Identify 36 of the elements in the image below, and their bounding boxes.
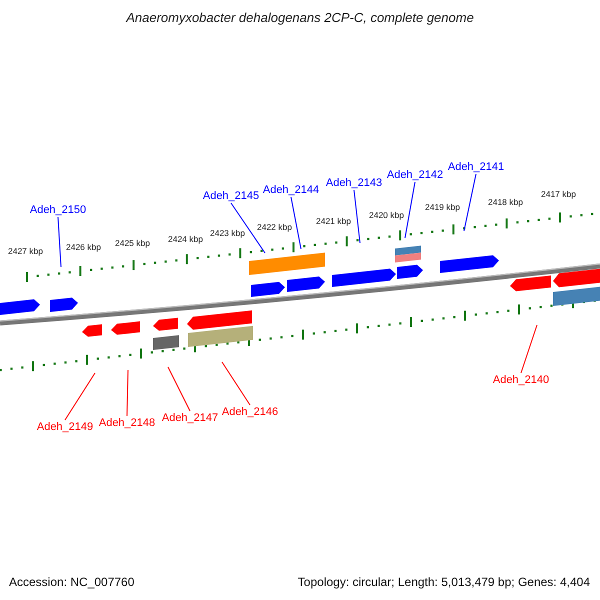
scale-label: 2422 kbp [257,222,292,232]
gene-label: Adeh_2144 [262,183,320,197]
gene-label: Adeh_2143 [326,176,382,190]
scale-label: 2418 kbp [488,197,523,207]
gene-label: Adeh_2145 [202,189,260,203]
leader-line [64,372,96,420]
scale-label: 2417 kbp [541,189,576,199]
leader-line [354,190,360,244]
leader-line [168,366,190,412]
footer-text: Topology: circular; Length: 5,013,479 bp; Genes: 4,404 [298,575,590,589]
footer-text: Accession: NC_007760 [9,575,134,589]
leader-line [230,202,266,254]
scale-label: 2423 kbp [210,228,245,238]
scale-label: 2419 kbp [425,202,460,212]
leader-line [222,362,250,406]
gene-label: Adeh_2141 [448,160,504,174]
scale-label: 2425 kbp [115,238,150,248]
leader-line [126,370,128,416]
gene-label: Adeh_2148 [98,416,156,430]
scale-label: 2420 kbp [369,210,404,220]
gene-label: Adeh_2146 [222,405,278,419]
gene-label: Adeh_2150 [30,203,86,217]
scale-label: 2421 kbp [316,216,351,226]
scale-label: 2427 kbp [8,246,43,256]
scale-label: 2426 kbp [66,242,101,252]
leader-line [404,182,416,238]
gene-label: Adeh_2147 [162,411,218,425]
leader-line [520,324,538,374]
gene-label: Adeh_2142 [386,168,444,182]
gene-label: Adeh_2140 [492,373,550,387]
leader-line [464,174,476,232]
leader-line [290,196,302,250]
gene-label: Adeh_2149 [36,420,94,434]
leader-line [58,216,62,268]
scale-label: 2424 kbp [168,234,203,244]
diagram-title: Anaeromyxobacter dehalogenans 2CP-C, complete genome [124,10,475,25]
